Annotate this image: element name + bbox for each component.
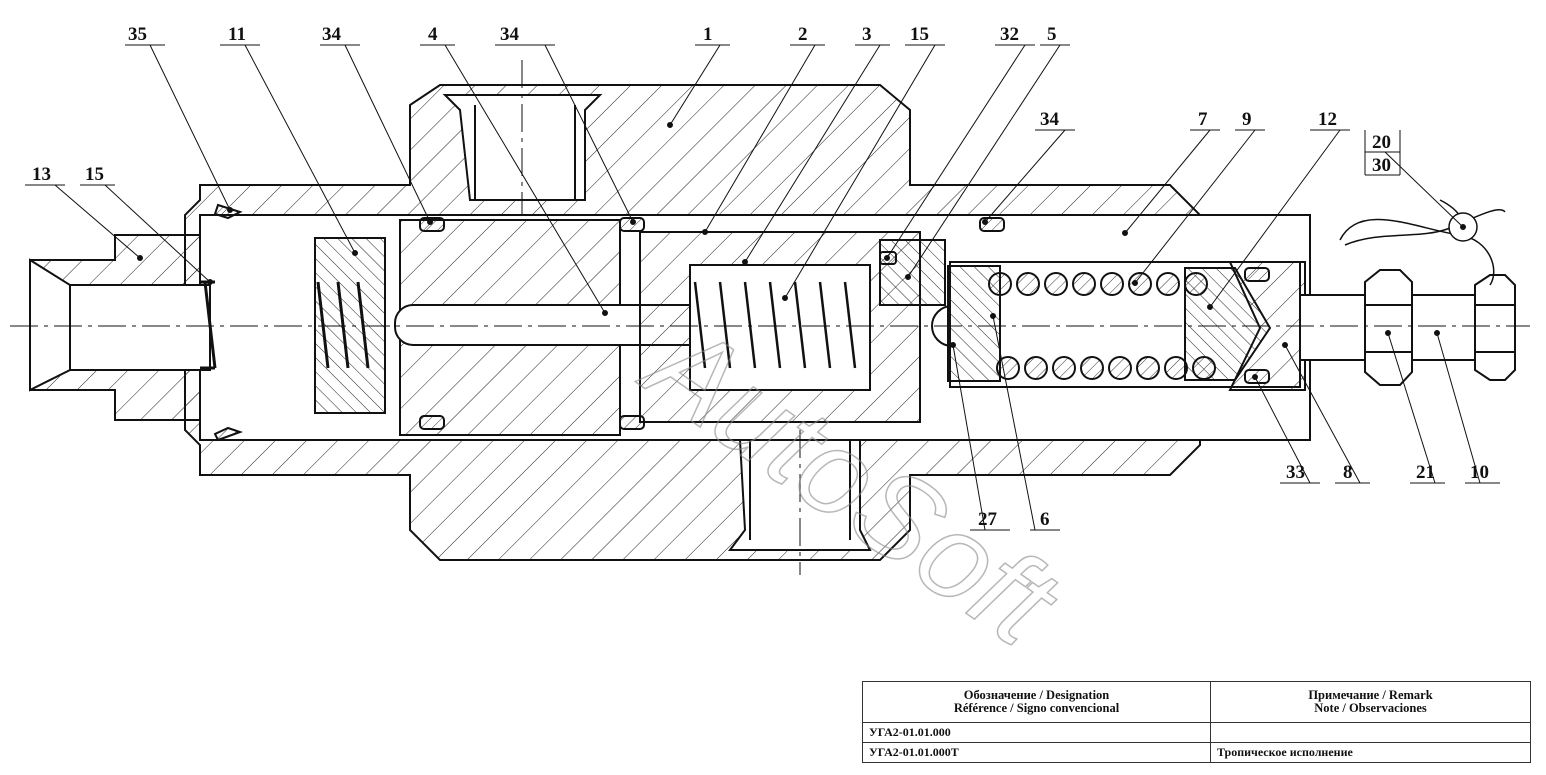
callout-8: 8 (1343, 462, 1353, 483)
main-spring (988, 272, 1216, 380)
header-remark-line2: Note / Observaciones (1314, 701, 1427, 715)
callout-labels: 35 11 34 4 34 1 2 3 15 32 5 34 7 9 12 20… (32, 24, 1489, 530)
header-designation-line1: Обозначение / Designation (963, 688, 1110, 702)
upper-port (442, 94, 603, 201)
designation-cell: УГА2-01.01.000 (862, 722, 1211, 743)
remark-cell: Тропическое исполнение (1210, 742, 1531, 763)
callout-34-mid: 34 (500, 24, 520, 45)
header-remark: Примечание / Remark Note / Observaciones (1210, 681, 1531, 723)
callout-3: 3 (862, 24, 872, 45)
valve-seat (947, 265, 1001, 382)
callout-5: 5 (1047, 24, 1057, 45)
callout-10: 10 (1470, 462, 1489, 483)
lock-nut (1364, 269, 1413, 386)
callout-2: 2 (798, 24, 808, 45)
designation-cell: УГА2-01.01.000Т (862, 742, 1211, 763)
table-row: УГА2-01.01.000Т Тропическое исполнение (862, 742, 1531, 763)
callout-9: 9 (1242, 109, 1252, 130)
callout-20: 20 (1372, 132, 1391, 153)
callout-4: 4 (428, 24, 438, 45)
callout-32: 32 (1000, 24, 1019, 45)
designation-table: Обозначение / Designation Référence / Si… (862, 681, 1531, 763)
callout-6: 6 (1040, 509, 1050, 530)
callout-34-right: 34 (1040, 109, 1060, 130)
callout-34-left: 34 (322, 24, 342, 45)
callout-30: 30 (1372, 155, 1391, 176)
remark-cell (1210, 722, 1531, 743)
callout-33: 33 (1286, 462, 1305, 483)
o-ring-seals (213, 203, 1270, 442)
piston (879, 239, 946, 306)
table-header-row: Обозначение / Designation Référence / Si… (862, 681, 1531, 723)
callout-1: 1 (703, 24, 713, 45)
callout-11: 11 (228, 24, 246, 45)
leader-dots (137, 122, 1466, 380)
callout-15-left: 15 (85, 164, 104, 185)
callout-21: 21 (1416, 462, 1435, 483)
inner-spring (693, 281, 857, 369)
header-designation-line2: Référence / Signo convencional (953, 701, 1120, 715)
callout-35: 35 (128, 24, 147, 45)
callout-15-top: 15 (910, 24, 929, 45)
callout-13: 13 (32, 164, 51, 185)
table-row: УГА2-01.01.000 (862, 722, 1531, 743)
callout-27: 27 (978, 509, 998, 530)
header-designation: Обозначение / Designation Référence / Si… (862, 681, 1211, 723)
callout-7: 7 (1198, 109, 1208, 130)
seal-wire (1339, 199, 1506, 286)
callout-12: 12 (1318, 109, 1337, 130)
header-remark-line1: Примечание / Remark (1308, 688, 1433, 702)
valve-section-drawing: AutoSoft 35 11 34 4 34 1 2 3 15 32 5 34 … (10, 24, 1530, 674)
